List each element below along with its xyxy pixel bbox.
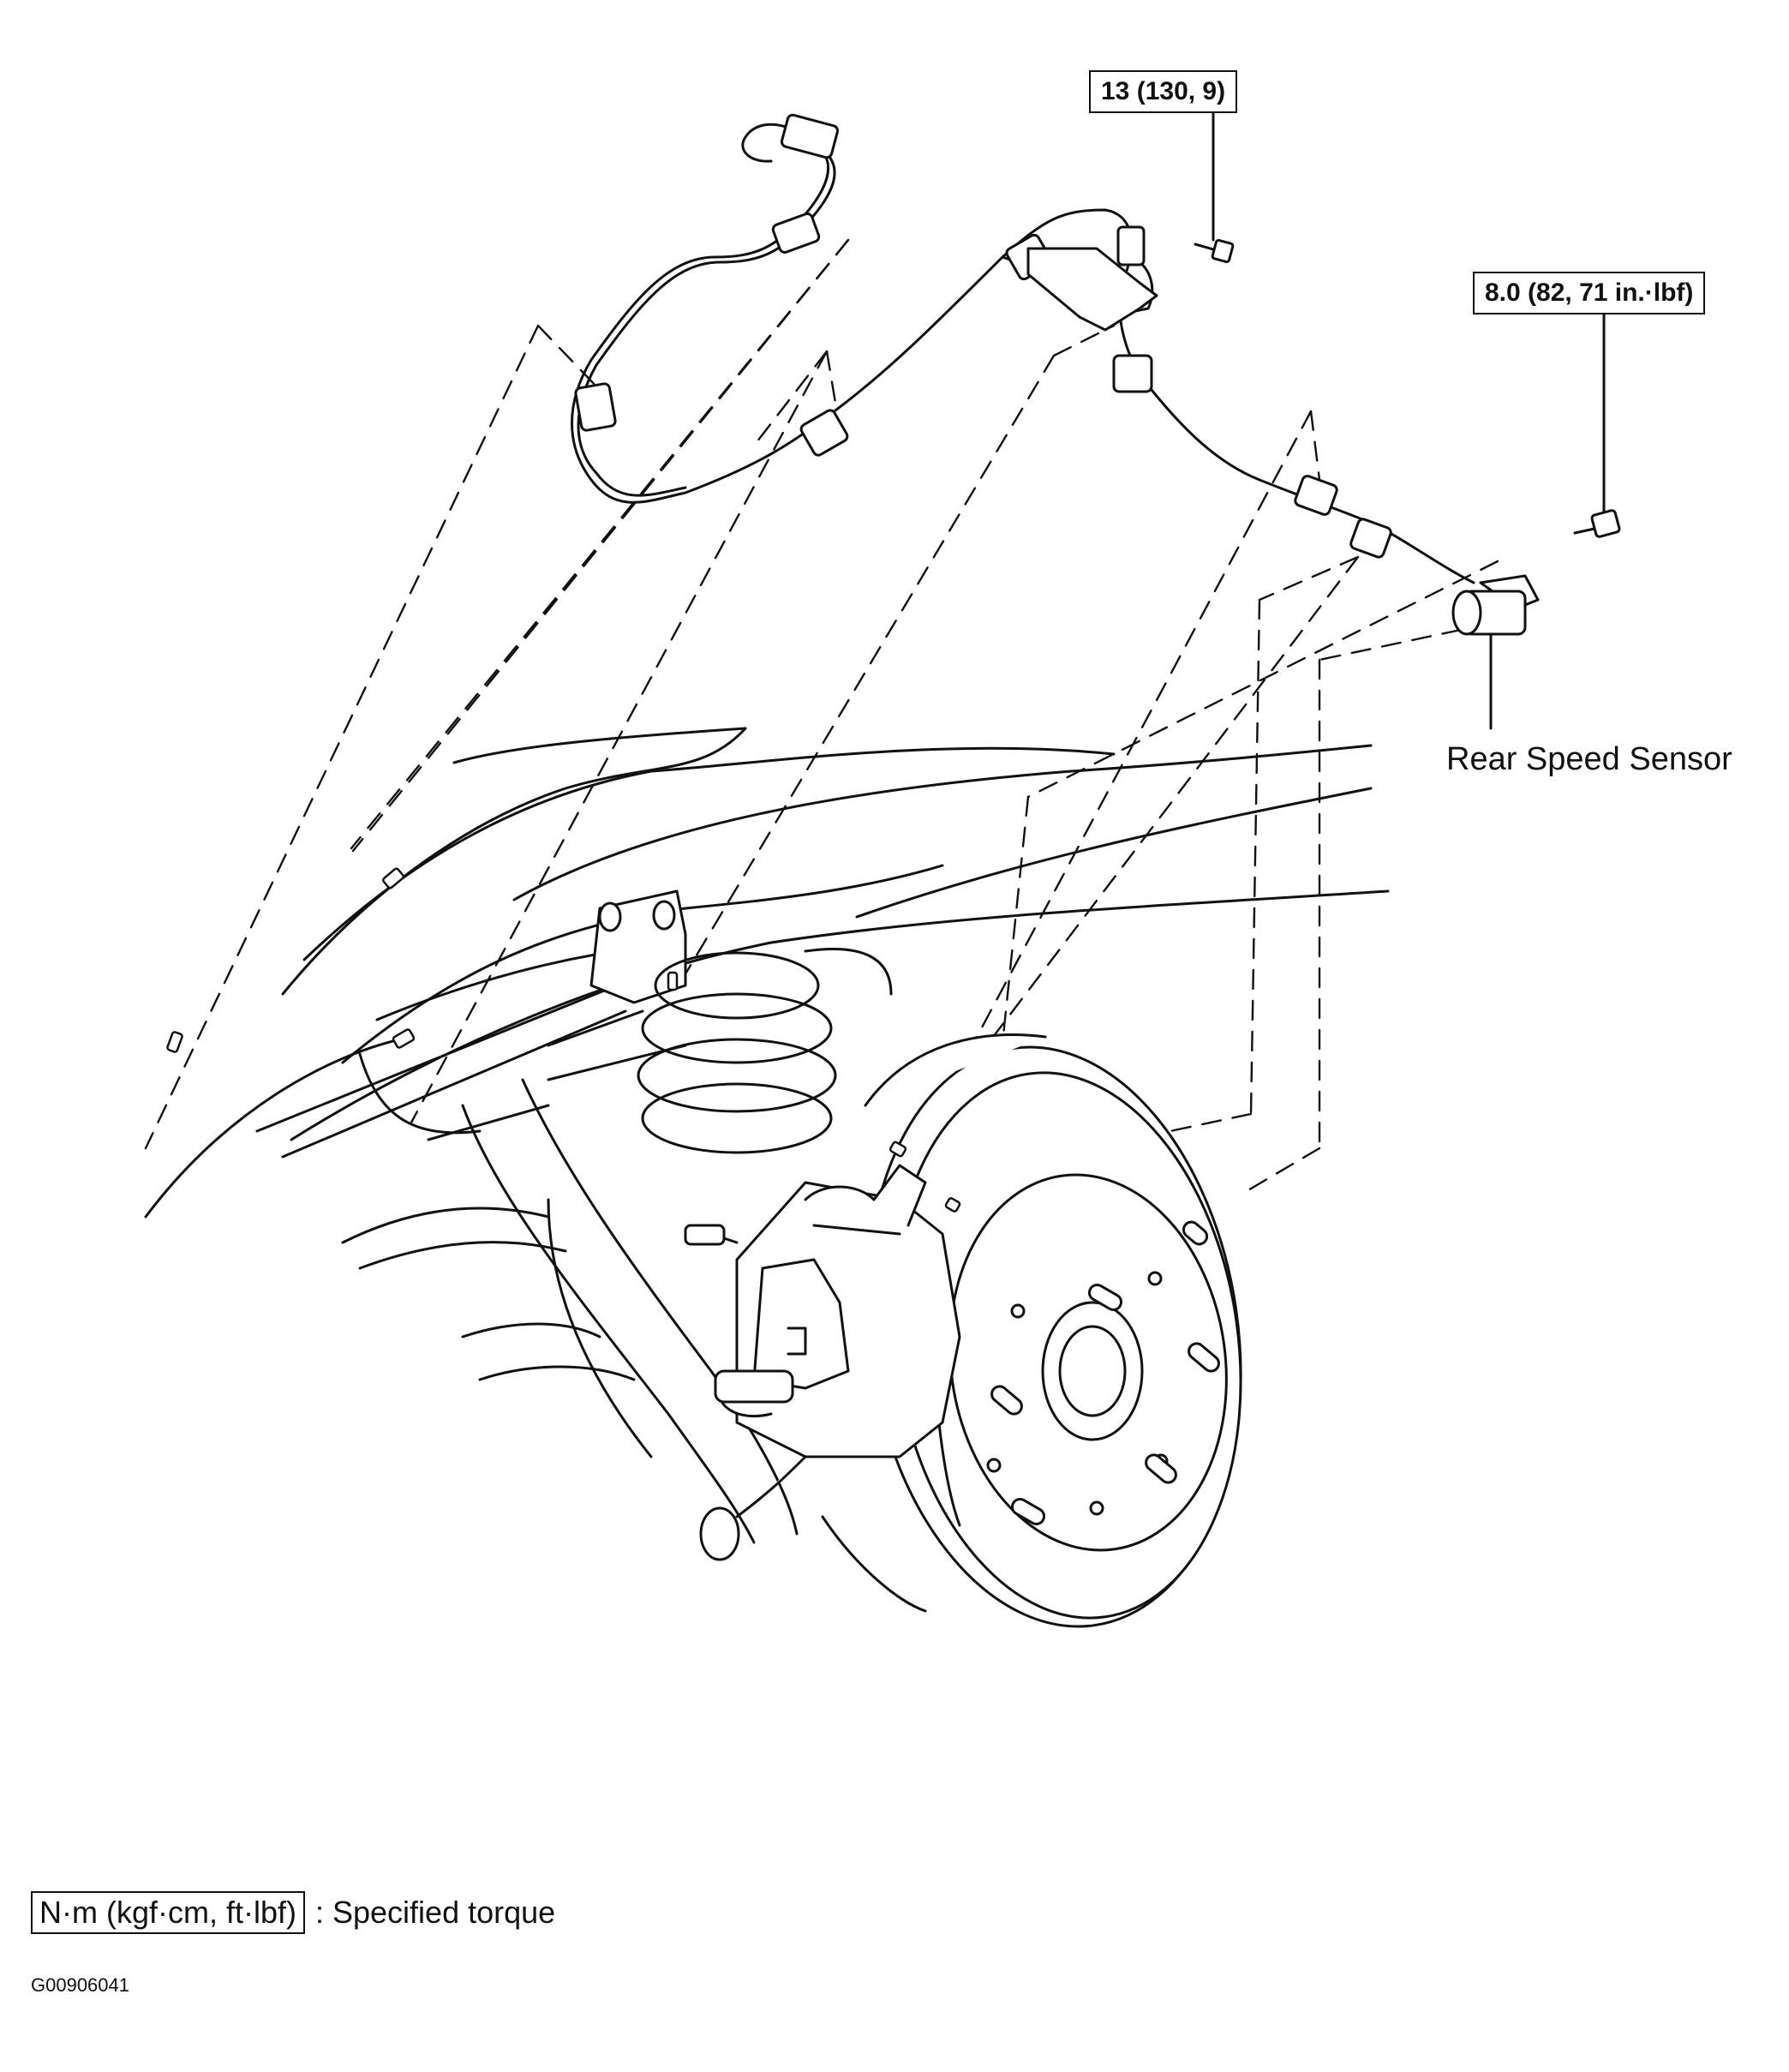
legend-description: : Specified torque (314, 1895, 556, 1930)
legend-unit-box: N·m (kgf·cm, ft·lbf) (31, 1891, 305, 1934)
torque-callout-harness-bolt: 13 (130, 9) (1089, 70, 1238, 113)
clip-mark (166, 867, 961, 1213)
coil-spring (637, 947, 893, 1154)
torque-legend: N·m (kgf·cm, ft·lbf) : Specified torque (31, 1891, 555, 1934)
sensor-bolt-icon (1573, 300, 1621, 538)
brake-caliper (684, 1164, 961, 1458)
torque-callout-sensor-bolt: 8.0 (82, 71 in.·lbf) (1473, 272, 1706, 314)
knuckle (699, 1455, 807, 1561)
rear-speed-sensor-label: Rear Speed Sensor (1446, 741, 1732, 777)
shock-mount-bracket (589, 889, 687, 1004)
rear-speed-sensor (1451, 574, 1540, 730)
harness-connector (574, 113, 1392, 559)
bolt-icon (1194, 110, 1235, 264)
dashed-guide-lines (144, 238, 1499, 1210)
figure-id: G00906041 (31, 1974, 129, 1996)
abs-wire-harness (571, 123, 1475, 584)
harness-bracket (1026, 247, 1158, 332)
rear-suspension-body (144, 727, 1390, 1544)
